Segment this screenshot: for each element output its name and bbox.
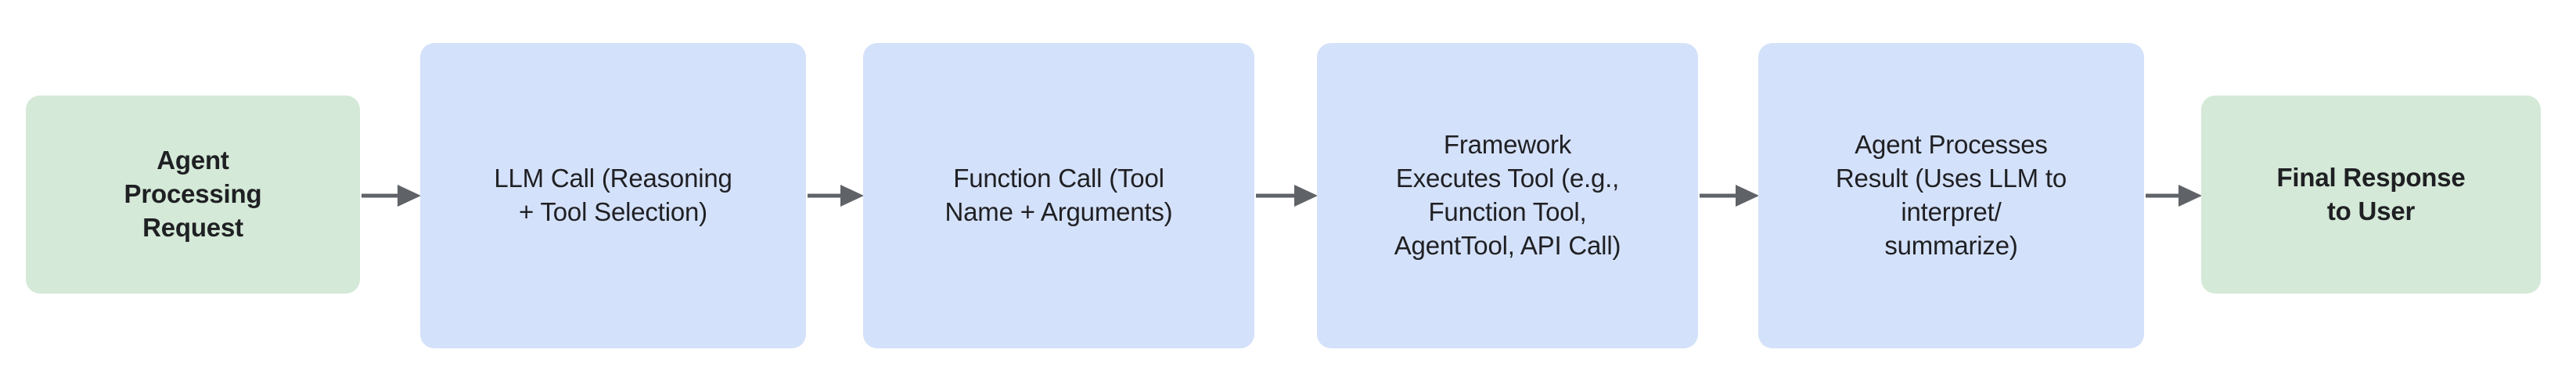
flow-node-agent-processing-request[interactable]: Agent Processing Request xyxy=(26,96,360,294)
flow-node-label: Framework Executes Tool (e.g., Function … xyxy=(1394,130,1621,260)
flow-node-label: Final Response to User xyxy=(2276,162,2466,225)
flow-node-llm-call[interactable]: LLM Call (Reasoning + Tool Selection) xyxy=(420,43,806,348)
flow-node-label: Agent Processing Request xyxy=(124,146,262,242)
arrow-head-icon xyxy=(840,185,864,207)
flow-node-label: Agent Processes Result (Uses LLM to inte… xyxy=(1835,130,2067,260)
flow-arrow-5 xyxy=(2146,185,2202,207)
arrow-head-icon xyxy=(398,185,421,207)
flow-node-final-response-to-user[interactable]: Final Response to User xyxy=(2201,96,2541,294)
flow-node-agent-processes-result[interactable]: Agent Processes Result (Uses LLM to inte… xyxy=(1758,43,2144,348)
arrow-head-icon xyxy=(2178,185,2202,207)
flow-node-function-call[interactable]: Function Call (Tool Name + Arguments) xyxy=(863,43,1254,348)
flow-arrow-1 xyxy=(362,185,421,207)
flow-node-framework-executes-tool[interactable]: Framework Executes Tool (e.g., Function … xyxy=(1317,43,1698,348)
flow-node-label: LLM Call (Reasoning + Tool Selection) xyxy=(494,164,732,226)
flow-arrow-3 xyxy=(1256,185,1318,207)
flow-arrow-4 xyxy=(1700,185,1759,207)
arrow-head-icon xyxy=(1736,185,1759,207)
flow-arrow-2 xyxy=(808,185,864,207)
flow-node-label: Function Call (Tool Name + Arguments) xyxy=(944,164,1173,226)
arrow-head-icon xyxy=(1294,185,1318,207)
